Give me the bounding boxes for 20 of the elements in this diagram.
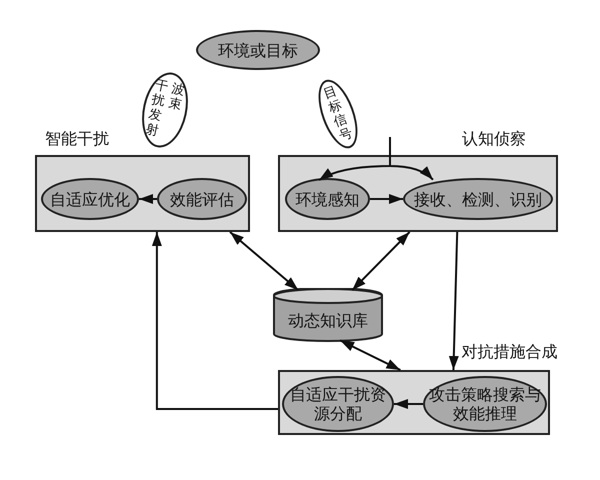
box-heading: 智能干扰 bbox=[45, 129, 109, 148]
arrow bbox=[370, 194, 403, 204]
process-ellipse: 接收、检测、识别 bbox=[403, 178, 553, 220]
process-ellipse: 攻击策略搜索与效能推理 bbox=[423, 376, 547, 432]
module-box bbox=[278, 370, 550, 435]
arrow bbox=[229, 231, 299, 291]
cylinder-label: 动态知识库 bbox=[288, 310, 368, 330]
box-heading: 认知侦察 bbox=[462, 129, 526, 148]
arrow bbox=[351, 231, 410, 291]
arrow bbox=[139, 194, 157, 204]
arrow bbox=[448, 232, 459, 370]
process-ellipse: 自适应干扰资源分配 bbox=[282, 376, 394, 432]
process-ellipse: 环境感知 bbox=[285, 178, 370, 220]
process-ellipse: 环境或目标 bbox=[196, 30, 320, 70]
database-cylinder bbox=[273, 288, 383, 342]
arrow bbox=[394, 399, 423, 409]
process-ellipse: 效能评估 bbox=[157, 178, 247, 220]
process-ellipse: 自适应优化 bbox=[41, 178, 139, 220]
arrow bbox=[152, 232, 278, 410]
arrow bbox=[340, 339, 401, 371]
